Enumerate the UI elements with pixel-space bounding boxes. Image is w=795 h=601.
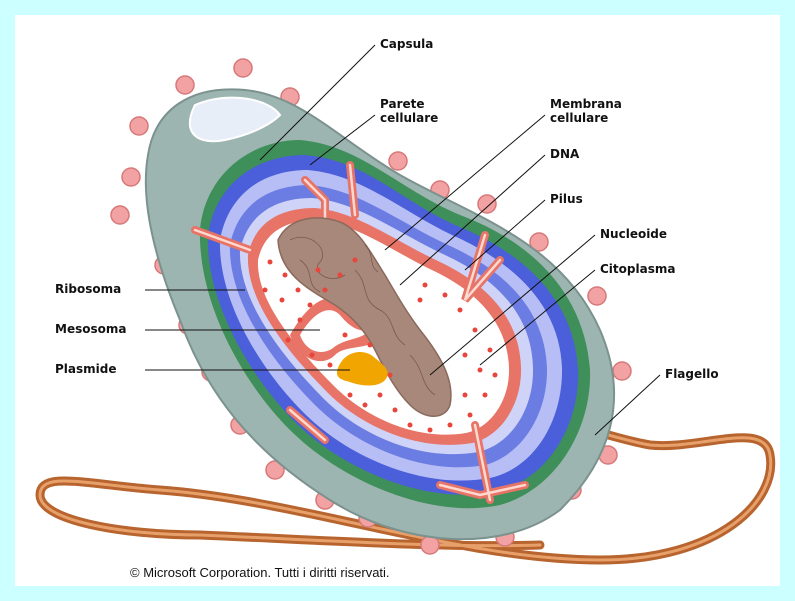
label-pilus: Pilus — [550, 192, 583, 206]
bacterium-diagram: Capsula Parete cellulare Membrana cellul… — [15, 15, 780, 586]
label-parete-line1: Parete — [380, 97, 425, 111]
copyright-notice: © Microsoft Corporation. Tutti i diritti… — [130, 565, 390, 580]
label-plasmide: Plasmide — [55, 362, 117, 376]
label-nucleoide: Nucleoide — [600, 227, 667, 241]
label-dna: DNA — [550, 147, 580, 161]
diagram-frame: Capsula Parete cellulare Membrana cellul… — [15, 15, 780, 586]
label-parete-line2: cellulare — [380, 111, 438, 125]
label-citoplasma: Citoplasma — [600, 262, 675, 276]
label-ribosoma: Ribosoma — [55, 282, 121, 296]
label-flagello: Flagello — [665, 367, 719, 381]
label-membrana-line2: cellulare — [550, 111, 608, 125]
label-capsula: Capsula — [380, 37, 433, 51]
label-mesosoma: Mesosoma — [55, 322, 126, 336]
label-membrana-line1: Membrana — [550, 97, 622, 111]
